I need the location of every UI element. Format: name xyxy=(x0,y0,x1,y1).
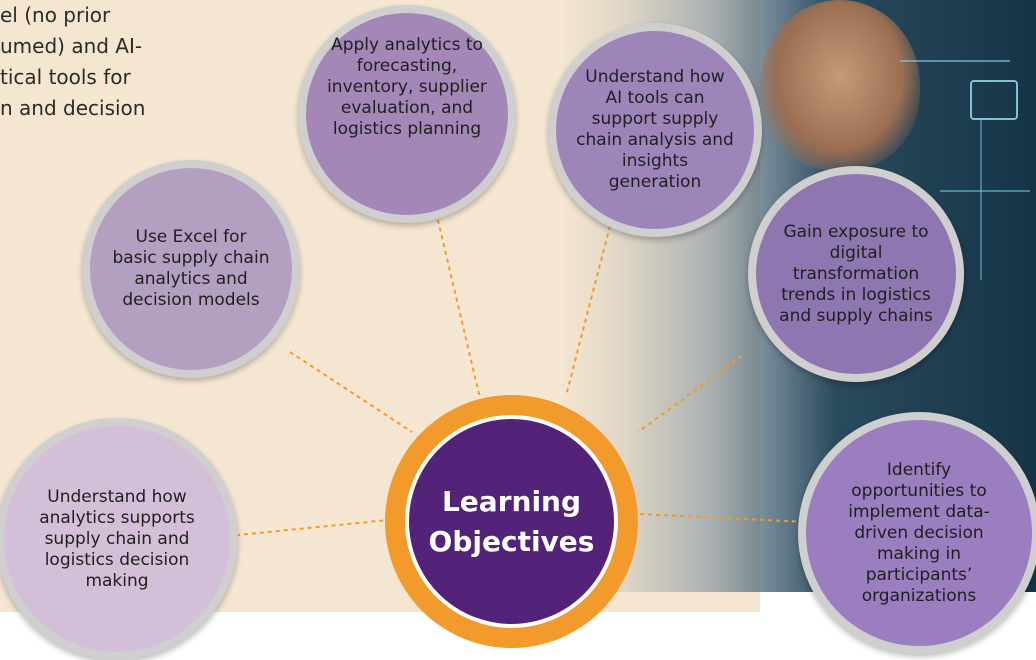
connector-obj-1 xyxy=(227,519,389,537)
hologram-screen-icon xyxy=(970,80,1018,120)
connector-obj-2 xyxy=(289,351,413,433)
objective-text-5: Gain exposure to digital transformation … xyxy=(779,221,933,326)
objective-text-2: Use Excel for basic supply chain analyti… xyxy=(112,227,270,310)
objective-circle-3: Apply analytics to forecasting, inventor… xyxy=(298,5,516,223)
objective-circle-4: Understand how AI tools can support supp… xyxy=(548,23,762,237)
objective-text-1: Understand how analytics supports supply… xyxy=(39,486,195,591)
objective-text-3: Apply analytics to forecasting, inventor… xyxy=(327,35,487,139)
connector-obj-4 xyxy=(565,217,613,397)
hub-inner: Learning Objectives xyxy=(405,415,618,628)
learning-objectives-hub: Learning Objectives xyxy=(385,395,638,648)
connector-obj-5 xyxy=(637,355,743,433)
objective-text-4: Understand how AI tools can support supp… xyxy=(576,67,734,192)
objective-text-6: Identify opportunities to implement data… xyxy=(848,459,990,606)
objective-circle-1: Understand how analytics supports supply… xyxy=(0,418,238,660)
intro-text: el (no prior umed) and AI- tical tools f… xyxy=(0,3,146,120)
connector-obj-3 xyxy=(435,211,481,399)
connector-obj-6 xyxy=(639,513,809,523)
objective-circle-5: Gain exposure to digital transformation … xyxy=(748,166,964,382)
objective-circle-2: Use Excel for basic supply chain analyti… xyxy=(82,160,300,378)
objective-circle-6: Identify opportunities to implement data… xyxy=(798,412,1036,654)
person-photo xyxy=(760,0,920,170)
hub-title: Learning Objectives xyxy=(428,484,595,558)
